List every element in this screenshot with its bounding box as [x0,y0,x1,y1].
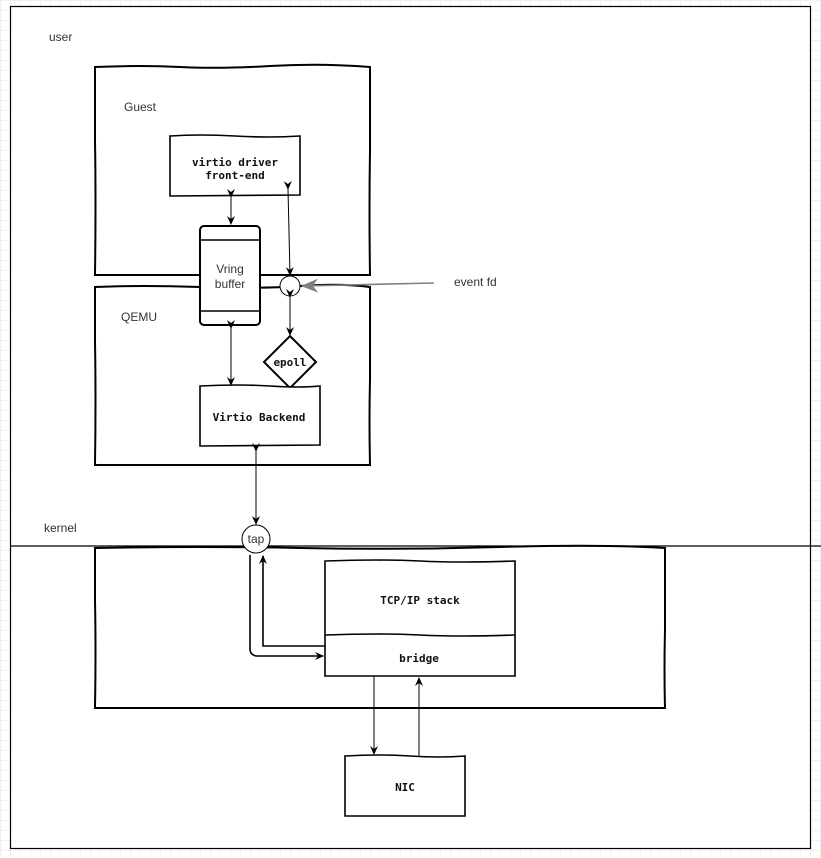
event-fd-label: event fd [454,275,497,289]
tcpip-label: TCP/IP stack [380,594,460,607]
guest-container [93,63,372,276]
tap-node[interactable]: tap [241,524,271,554]
vring-label-2: buffer [215,277,245,291]
virtio-frontend-label-1: virtio driver [192,156,278,169]
event-fd-arrow [301,278,435,293]
edge-tap-bridge [249,555,324,660]
event-fd-node[interactable] [279,275,301,297]
user-zone-label: user [49,30,72,44]
epoll-label: epoll [273,356,306,369]
kernel-zone-label: kernel [44,521,77,535]
virtio-frontend-label-2: front-end [205,169,265,182]
virtio-backend-node[interactable]: Virtio Backend [199,384,321,447]
nic-node[interactable]: NIC [344,754,466,817]
vring-label-1: Vring [216,262,244,276]
edge-bridge-tap [259,555,325,647]
edge-frontend-eventfd [283,180,294,276]
outer-frame [9,5,812,850]
guest-label: Guest [124,100,157,114]
tcpip-stack-node[interactable]: TCP/IP stack [324,559,516,677]
nic-label: NIC [395,781,415,794]
tap-label: tap [248,532,265,546]
qemu-label: QEMU [121,310,157,324]
virtio-backend-label: Virtio Backend [213,411,306,424]
bridge-node[interactable]: bridge [324,633,516,665]
bridge-label: bridge [399,652,439,665]
vring-buffer-node[interactable]: Vring buffer [199,225,261,326]
virtio-frontend-node[interactable]: virtio driver front-end [169,134,301,197]
